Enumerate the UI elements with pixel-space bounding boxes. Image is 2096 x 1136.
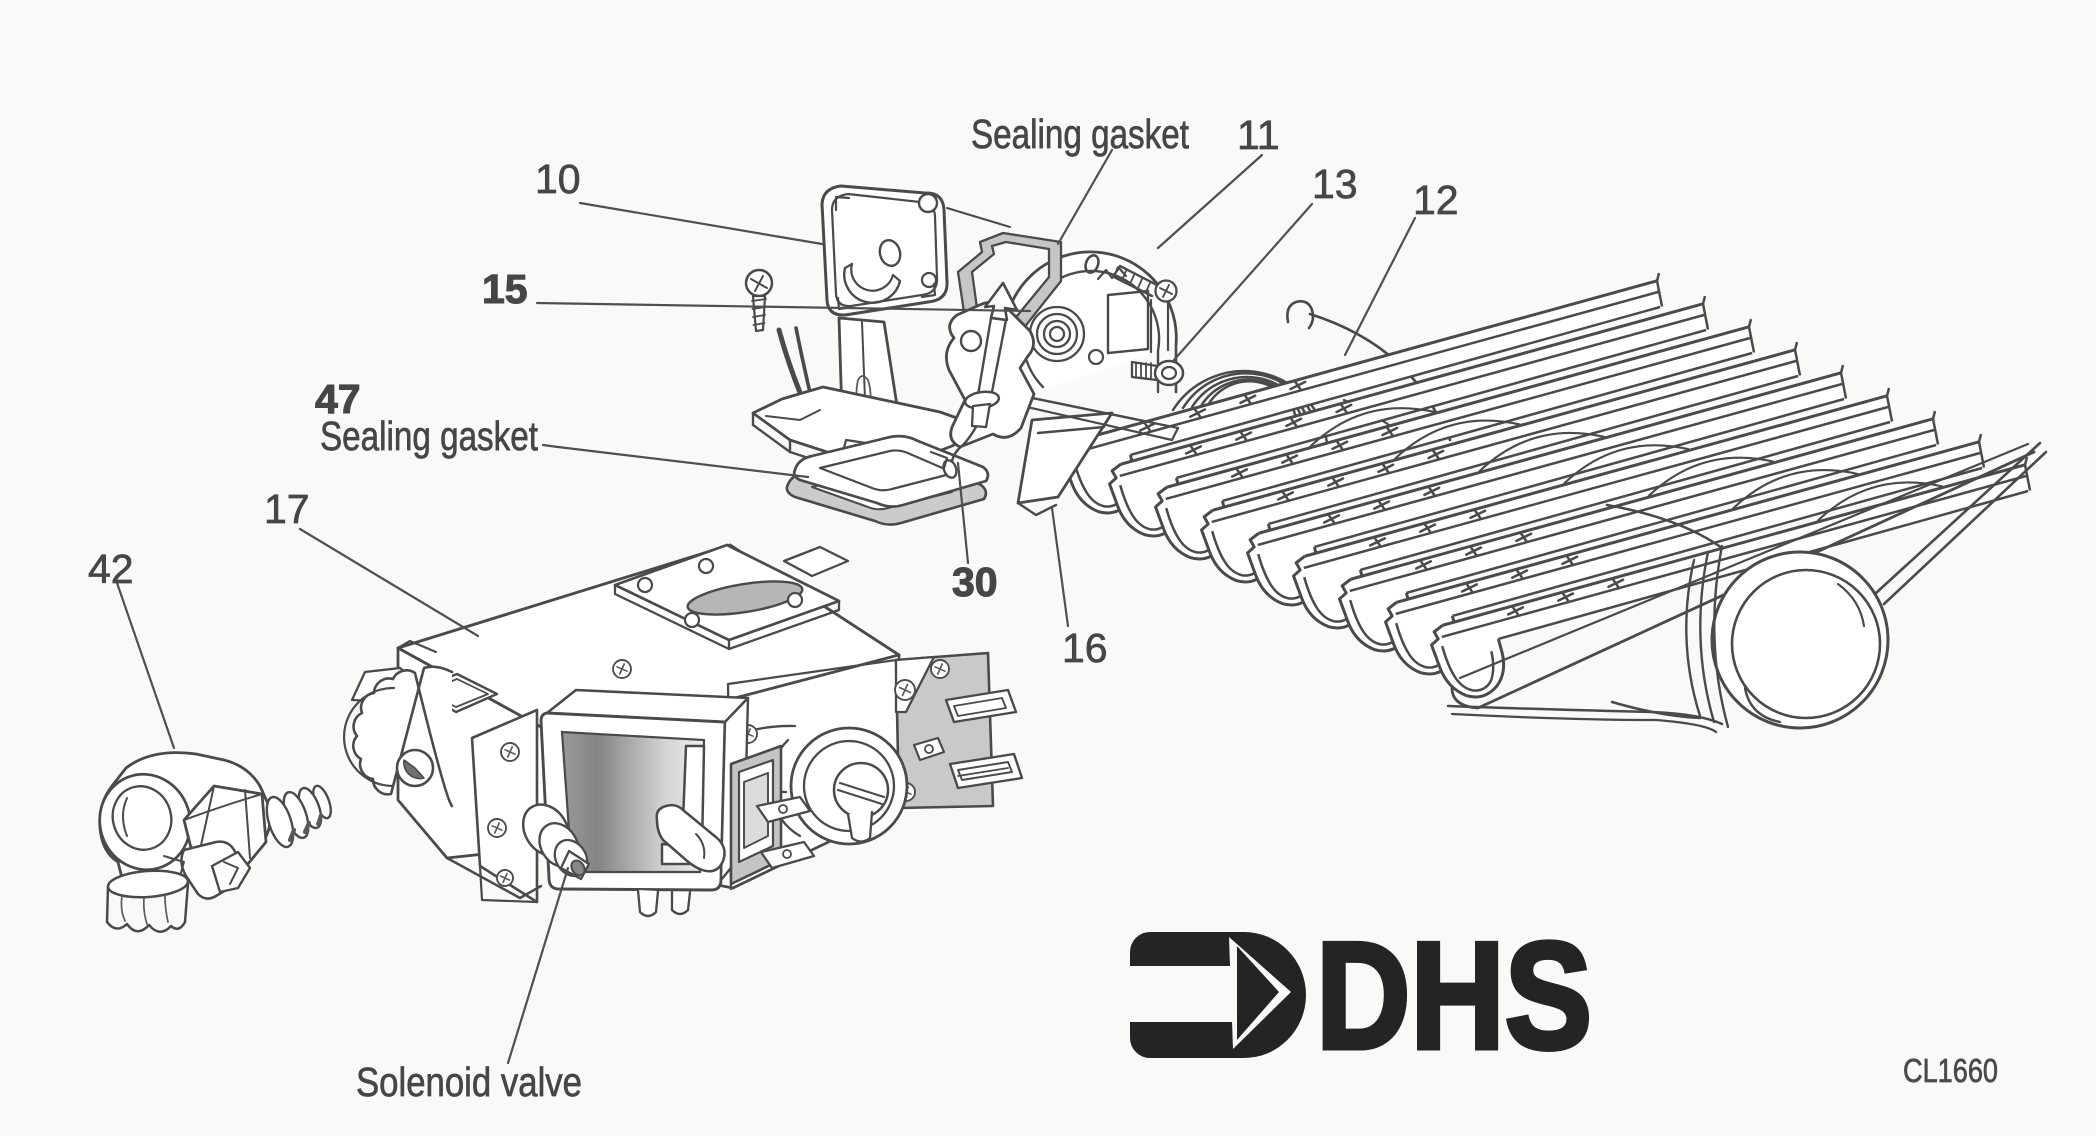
svg-text:DHS: DHS <box>1316 911 1592 1081</box>
svg-text:Sealing gasket: Sealing gasket <box>320 413 538 459</box>
svg-text:42: 42 <box>88 546 134 592</box>
svg-text:10: 10 <box>535 156 581 202</box>
svg-text:12: 12 <box>1413 177 1459 223</box>
svg-text:47: 47 <box>315 376 361 422</box>
svg-text:16: 16 <box>1062 625 1108 671</box>
svg-text:15: 15 <box>482 266 528 312</box>
svg-text:30: 30 <box>952 559 998 605</box>
svg-text:Sealing gasket: Sealing gasket <box>971 111 1189 157</box>
svg-text:Solenoid valve: Solenoid valve <box>356 1059 582 1105</box>
svg-text:17: 17 <box>264 486 310 532</box>
svg-text:CL1660: CL1660 <box>1903 1052 1998 1089</box>
svg-text:13: 13 <box>1312 161 1358 207</box>
svg-text:11: 11 <box>1237 112 1280 158</box>
